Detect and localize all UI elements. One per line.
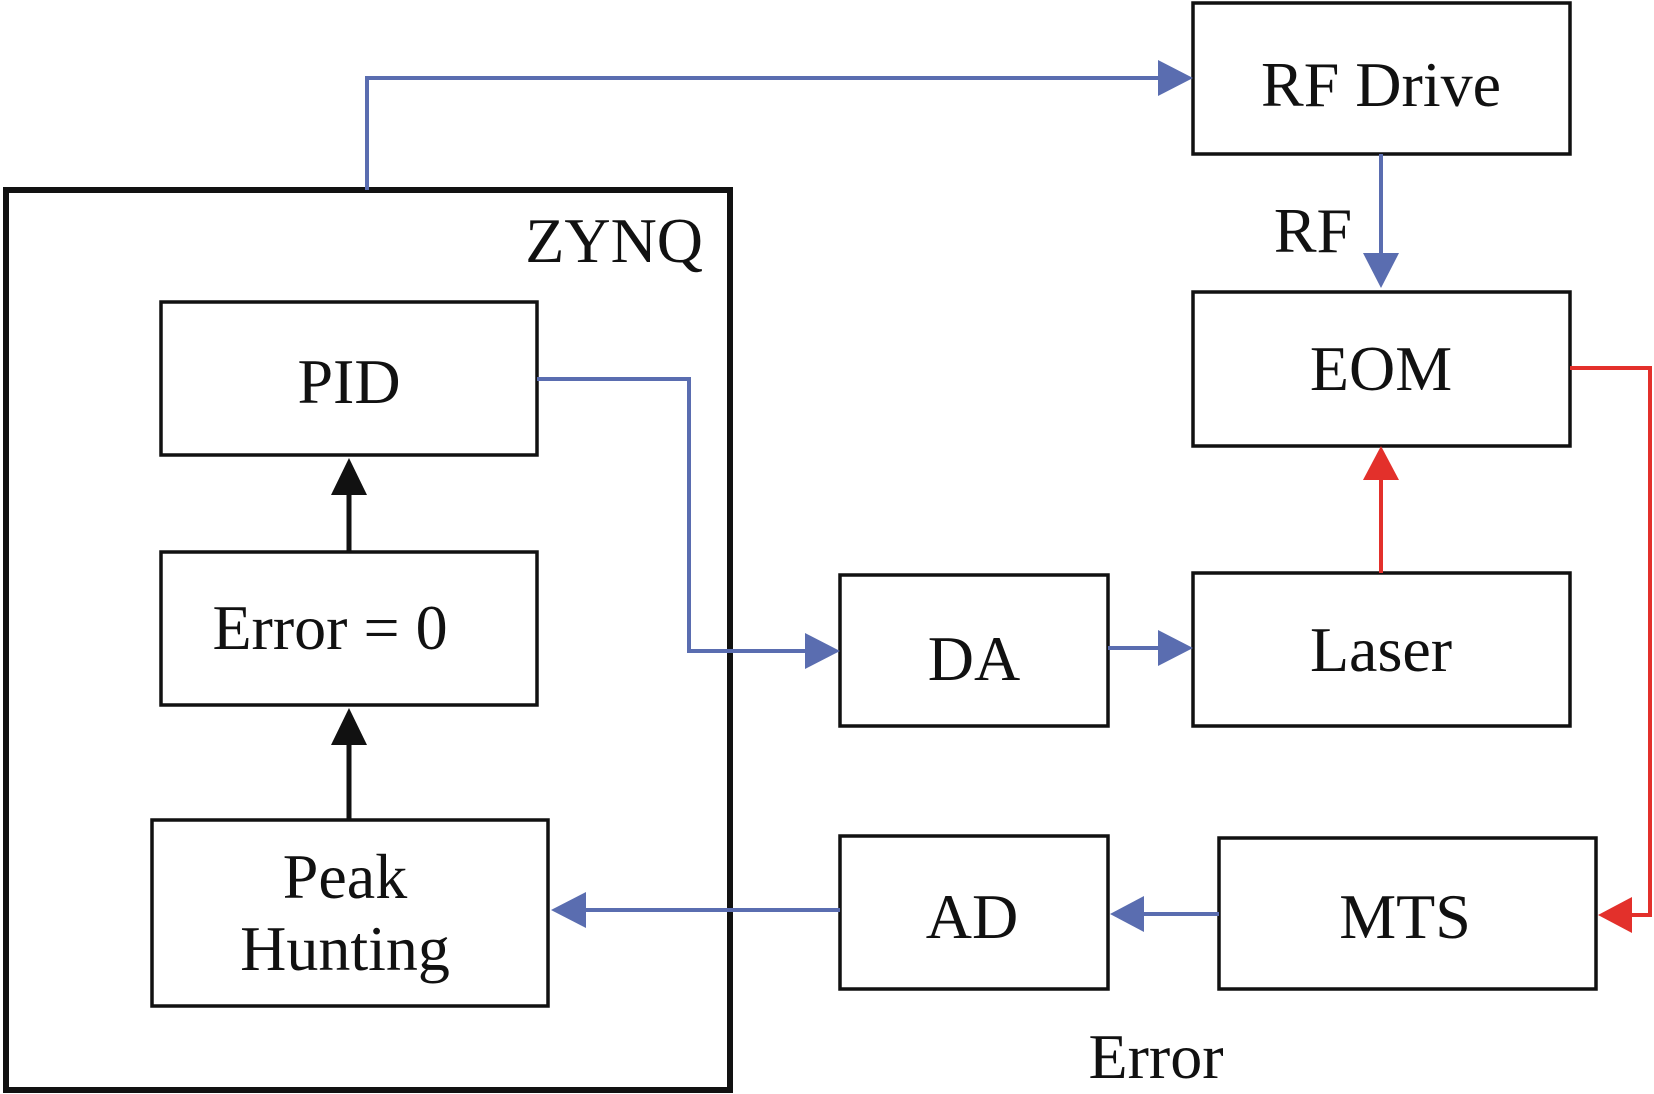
arrowhead-error-to-pid [331, 458, 367, 495]
laser-label: Laser [1310, 614, 1452, 685]
ad-block [838, 834, 1110, 991]
eom-block [1191, 290, 1572, 448]
zynq-label: ZYNQ [525, 205, 703, 276]
da-block [838, 573, 1110, 728]
arrowhead-to-ad [1110, 896, 1144, 932]
arrowhead-to-eom [1363, 253, 1399, 288]
arrowhead-beam-to-mts [1598, 897, 1632, 933]
peak-hunting-label-line1: Peak [283, 841, 407, 912]
pid-block [159, 300, 539, 457]
da-label: DA [928, 623, 1020, 694]
arrowhead-to-peak-hunting [551, 892, 586, 928]
ad-label: AD [926, 881, 1018, 952]
wire-pid-to-da [537, 377, 805, 653]
mts-block [1217, 836, 1598, 991]
mts-label: MTS [1339, 881, 1471, 952]
pid-label: PID [297, 346, 400, 417]
wire-zynq-to-rf-drive [365, 76, 1158, 190]
rf-drive-block [1191, 1, 1572, 156]
error-zero-label: Error = 0 [212, 592, 447, 663]
beam-eom-to-mts [1570, 366, 1652, 917]
rf-drive-label: RF Drive [1261, 49, 1501, 120]
arrowhead-to-laser [1158, 630, 1193, 666]
peak-hunting-label-line2: Hunting [240, 913, 450, 984]
eom-label: EOM [1310, 333, 1452, 404]
error-zero-block [159, 550, 539, 707]
arrowhead-to-da [805, 633, 840, 669]
laser-block [1191, 571, 1572, 728]
rf-signal-label: RF [1274, 195, 1352, 266]
arrowhead-beam-to-eom [1363, 446, 1399, 480]
arrowhead-peak-to-error [331, 708, 367, 745]
error-signal-label: Error [1088, 1021, 1223, 1092]
arrowhead-to-rf-drive [1158, 60, 1193, 96]
